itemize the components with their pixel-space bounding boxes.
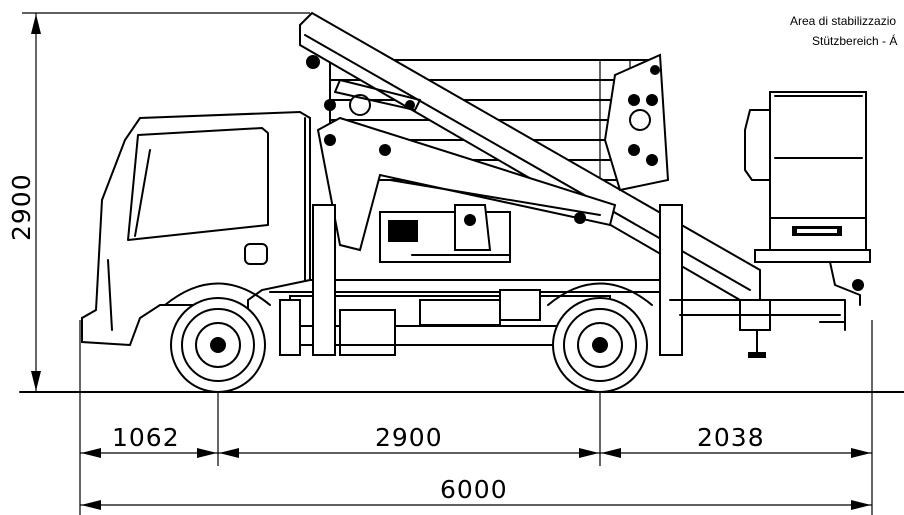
corner-note-line1: Area di stabilizzazio	[790, 14, 896, 28]
wheelbase-label: 2900	[375, 423, 443, 452]
height-label: 2900	[7, 173, 36, 241]
work-basket	[744, 91, 871, 306]
corner-note-line2: Stützbereich - Á	[812, 33, 897, 48]
height-dimension: 2900	[7, 12, 310, 392]
rear-overhang-label: 2038	[697, 423, 765, 452]
aerial-boom	[299, 11, 761, 312]
length-dimensions: 1062 2900 2038 6000	[79, 320, 873, 515]
truck-cab	[81, 110, 311, 347]
front-overhang-label: 1062	[112, 423, 180, 452]
front-wheel	[170, 297, 266, 393]
side-mirror	[244, 243, 268, 265]
truck-chassis	[249, 204, 846, 358]
rear-wheel	[552, 297, 648, 393]
boom-lower-arm	[316, 116, 617, 252]
total-length-label: 6000	[440, 475, 508, 504]
